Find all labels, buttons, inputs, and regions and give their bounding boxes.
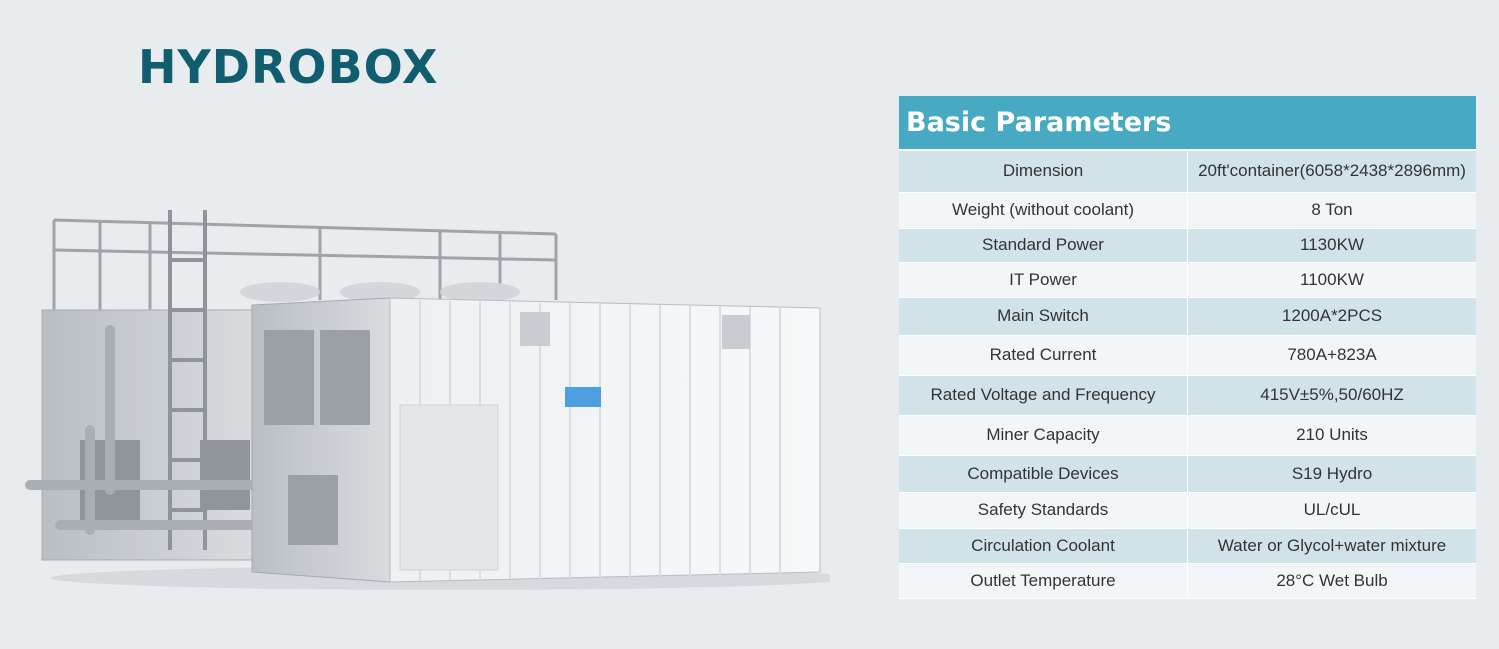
param-value: S19 Hydro	[1187, 455, 1476, 493]
param-label: Safety Standards	[899, 492, 1188, 529]
param-label: Weight (without coolant)	[899, 192, 1188, 229]
param-value: 780A+823A	[1187, 335, 1476, 376]
param-value: 8 Ton	[1187, 192, 1476, 229]
param-label: Dimension	[899, 150, 1188, 193]
param-label: IT Power	[899, 262, 1188, 298]
param-value: 415V±5%,50/60HZ	[1187, 375, 1476, 416]
param-label: Rated Voltage and Frequency	[899, 375, 1188, 416]
table-row: Standard Power 1130KW	[899, 228, 1476, 263]
table-row: Main Switch 1200A*2PCS	[899, 297, 1476, 336]
param-value: 28°C Wet Bulb	[1187, 563, 1476, 599]
table-row: Miner Capacity 210 Units	[899, 415, 1476, 456]
param-label: Outlet Temperature	[899, 563, 1188, 599]
table-row: Rated Voltage and Frequency 415V±5%,50/6…	[899, 375, 1476, 416]
table-row: Outlet Temperature 28°C Wet Bulb	[899, 563, 1476, 599]
table-row: Compatible Devices S19 Hydro	[899, 455, 1476, 493]
table-row: IT Power 1100KW	[899, 262, 1476, 298]
param-label: Compatible Devices	[899, 455, 1188, 493]
hydrobox-container-image	[25, 210, 830, 590]
table-row: Circulation Coolant Water or Glycol+wate…	[899, 528, 1476, 564]
table-row: Dimension 20ft'container(6058*2438*2896m…	[899, 150, 1476, 193]
param-value: 1200A*2PCS	[1187, 297, 1476, 336]
param-label: Standard Power	[899, 228, 1188, 263]
table-row: Safety Standards UL/cUL	[899, 492, 1476, 529]
param-value: UL/cUL	[1187, 492, 1476, 529]
table-row: Weight (without coolant) 8 Ton	[899, 192, 1476, 229]
param-value: 1100KW	[1187, 262, 1476, 298]
param-label: Miner Capacity	[899, 415, 1188, 456]
table-row: Rated Current 780A+823A	[899, 335, 1476, 376]
param-label: Rated Current	[899, 335, 1188, 376]
table-heading: Basic Parameters	[899, 96, 1476, 151]
param-value: Water or Glycol+water mixture	[1187, 528, 1476, 564]
param-label: Main Switch	[899, 297, 1188, 336]
page-title: HYDROBOX	[138, 40, 439, 94]
param-value: 210 Units	[1187, 415, 1476, 456]
param-label: Circulation Coolant	[899, 528, 1188, 564]
param-value: 20ft'container(6058*2438*2896mm)	[1187, 150, 1476, 193]
param-value: 1130KW	[1187, 228, 1476, 263]
basic-parameters-table: Basic Parameters Dimension 20ft'containe…	[899, 96, 1476, 599]
